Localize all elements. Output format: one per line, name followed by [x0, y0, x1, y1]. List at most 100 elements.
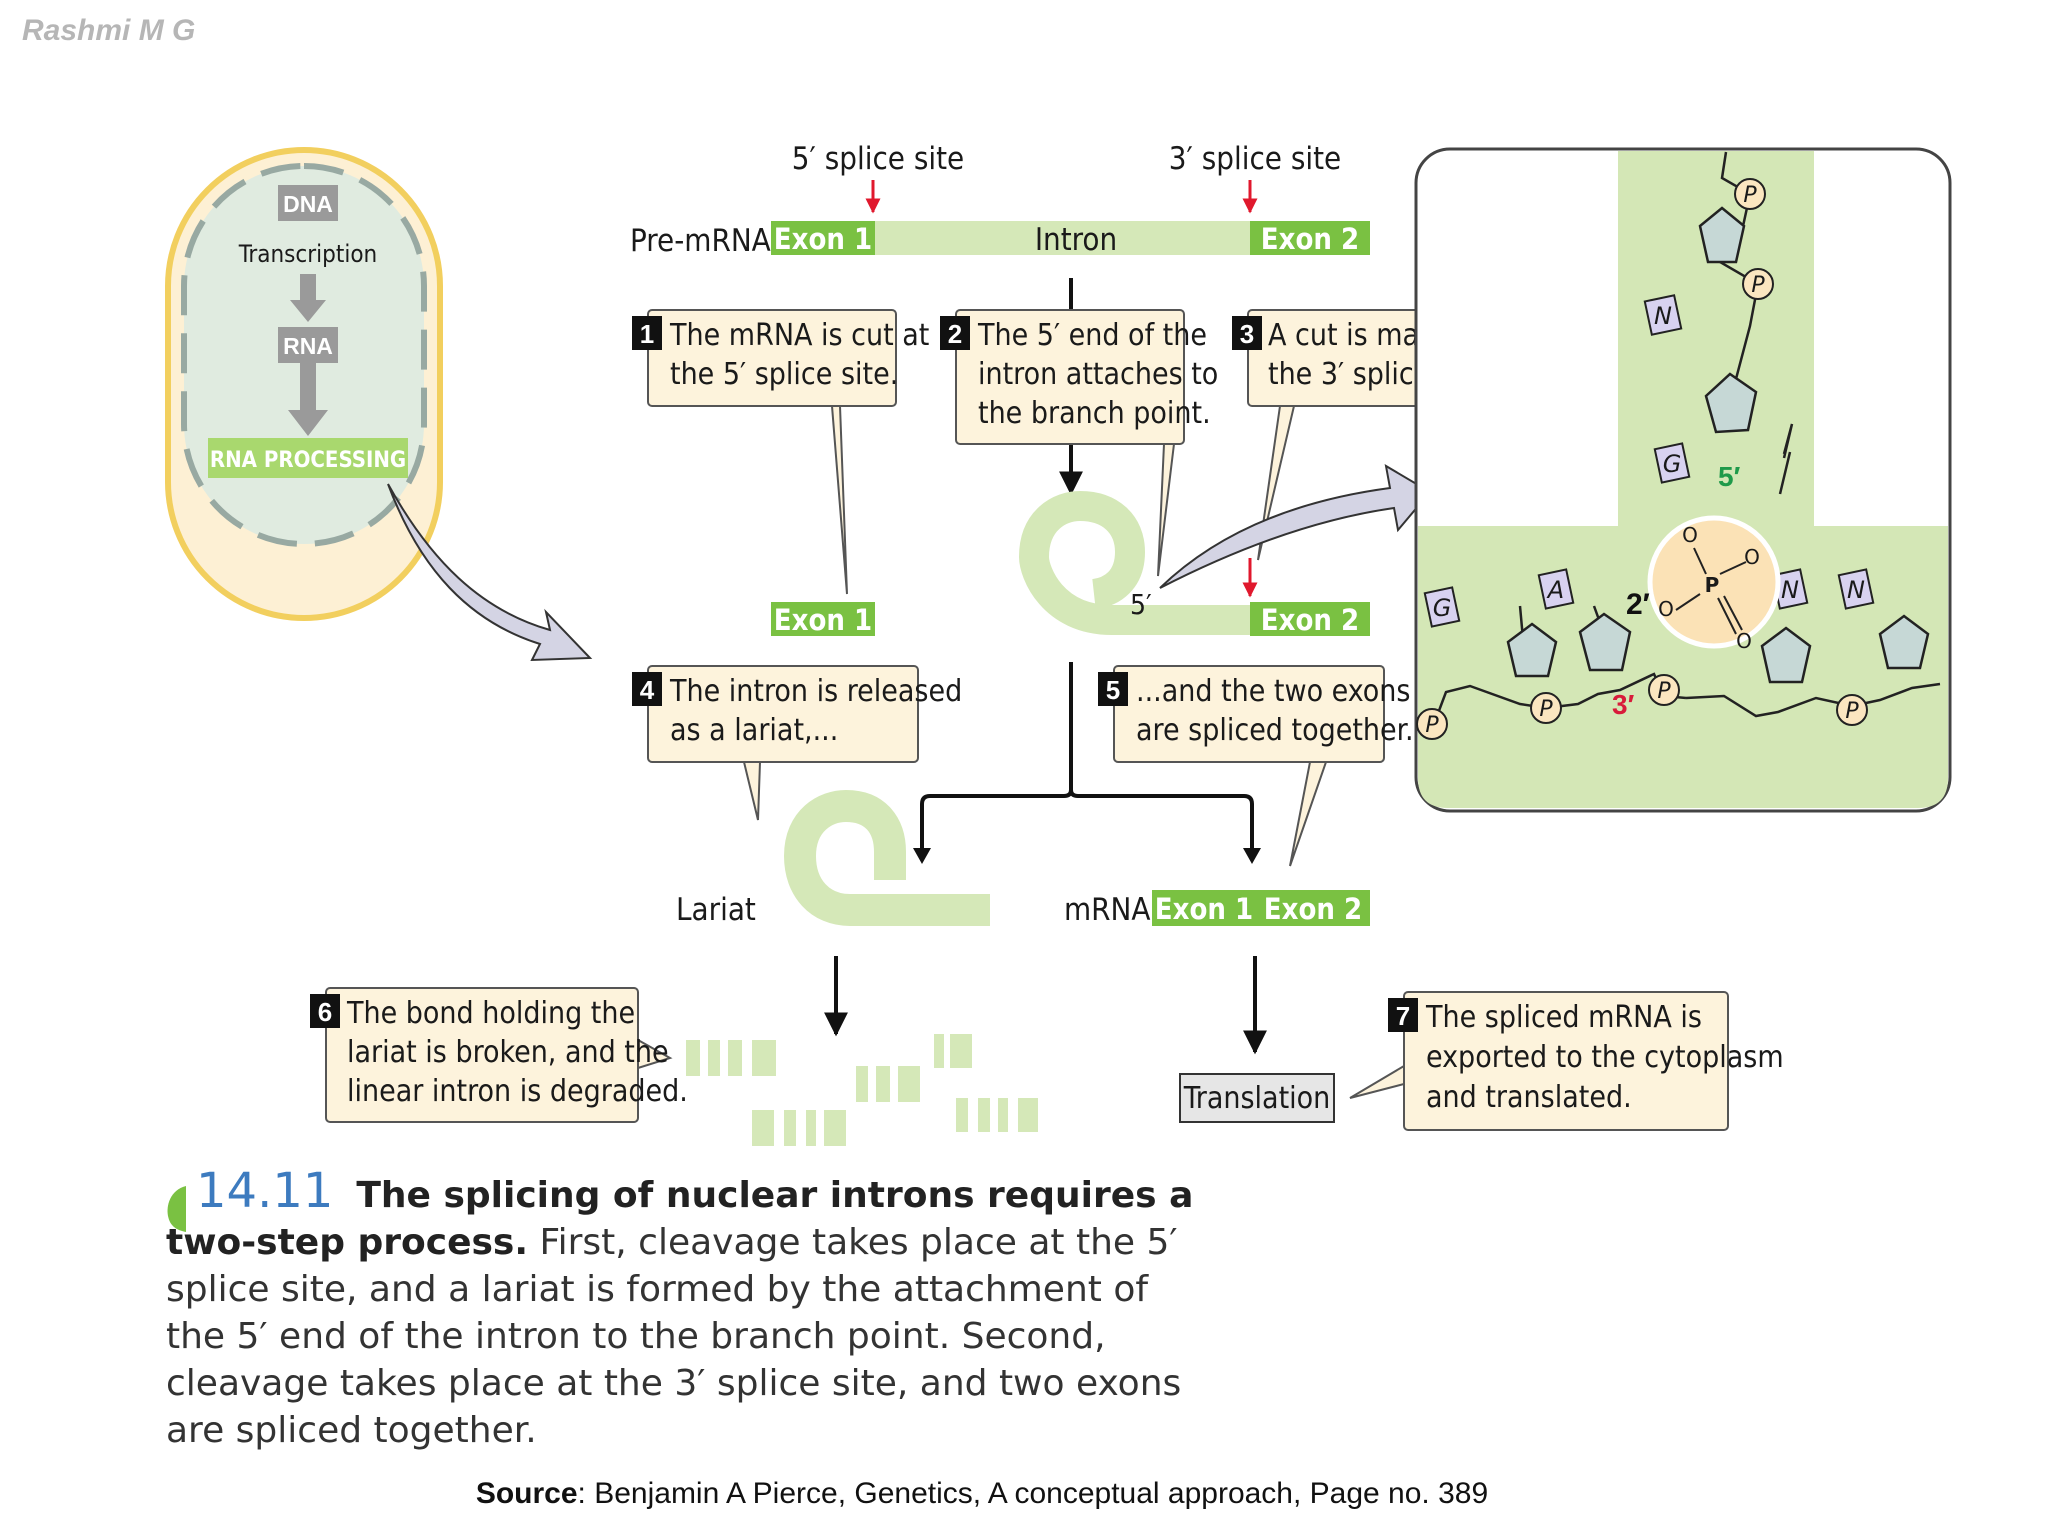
- branch-arrow-left-head: [913, 848, 931, 864]
- step3-badge: [1232, 316, 1262, 350]
- step2-badge: [940, 316, 970, 350]
- step4-badge: [632, 672, 662, 706]
- label-3prime-red: 3′: [1612, 689, 1635, 720]
- lariat-formation: Exon 1 Exon 2 5′: [771, 464, 1432, 637]
- mrna-exon2-label: Exon 2: [1264, 892, 1362, 926]
- caption-marker: [167, 1186, 186, 1232]
- dna-label: DNA: [283, 191, 333, 217]
- sugar-4: [1578, 612, 1632, 672]
- base-n-right: N: [1847, 576, 1865, 604]
- base-n-top: N: [1654, 302, 1672, 330]
- step6-badge: [310, 994, 340, 1028]
- source-text: : Benjamin A Pierce, Genetics, A concept…: [577, 1477, 1489, 1510]
- step5-badge: [1098, 672, 1128, 706]
- lariat-product: Lariat: [676, 789, 990, 928]
- step2-callout: 2 The 5′ end of the intron attaches to t…: [940, 309, 1218, 577]
- sugar-3: [1506, 622, 1558, 678]
- caption-bold: The splicing of nuclear introns requires…: [166, 1175, 1194, 1263]
- sugar-6: [1878, 614, 1930, 670]
- label-5prime-green: 5′: [1718, 461, 1741, 492]
- sugar-2: [1704, 372, 1758, 434]
- step5-callout: 5 ...and the two exons are spliced toget…: [1098, 665, 1414, 867]
- step2-line2: intron attaches to: [978, 357, 1218, 392]
- base-a: A: [1546, 576, 1564, 604]
- author-name: Rashmi M G: [22, 14, 196, 47]
- p-circle-2: [1742, 268, 1774, 300]
- step4-callout: 4 The intron is released as a lariat,...: [632, 665, 962, 821]
- mrna-product: mRNA Exon 1 Exon 2: [1064, 890, 1370, 928]
- processing-arrow: [288, 363, 328, 436]
- transcription-label: Transcription: [238, 240, 378, 268]
- rna-box: [278, 327, 338, 363]
- step1-badge: [632, 316, 662, 350]
- rna-processing-box: [208, 438, 408, 478]
- base-g-left-box: [1423, 586, 1461, 628]
- step1-line1: The mRNA is cut at: [669, 318, 929, 353]
- intron-bar: [875, 221, 1250, 255]
- splice3-label: 3′ splice site: [1169, 141, 1341, 177]
- p-circle-4: [1530, 692, 1562, 724]
- lariat-label: Lariat: [676, 892, 756, 928]
- dna-box: [278, 185, 338, 221]
- p-circle-6: [1836, 694, 1868, 726]
- p-label-2: P: [1751, 273, 1765, 298]
- intron-label: Intron: [1035, 222, 1117, 258]
- step2-line1: The 5′ end of the: [977, 318, 1207, 353]
- splice5-label: 5′ splice site: [792, 141, 964, 177]
- caption-number: 14.11: [196, 1163, 334, 1219]
- p-circle-3: [1416, 708, 1448, 740]
- mrna-exon1-label: Exon 1: [1155, 892, 1253, 926]
- step6-line1: The bond holding the: [346, 996, 635, 1031]
- base-n-top-box: [1643, 294, 1683, 336]
- mrna-label: mRNA: [1064, 892, 1150, 928]
- base-squares: N G G A N N: [1423, 294, 1875, 628]
- base-n-right-box: [1837, 568, 1875, 610]
- step6-line3: linear intron is degraded.: [347, 1074, 688, 1109]
- o-bottom: O: [1736, 629, 1752, 653]
- chemistry-panel: P P P P P P N G G A N N: [1414, 147, 1952, 813]
- p-center: P: [1705, 573, 1720, 597]
- exon1-bar: [771, 221, 875, 255]
- step7-line2: exported to the cytoplasm: [1426, 1040, 1784, 1075]
- source-citation: Source: Benjamin A Pierce, Genetics, A c…: [0, 1477, 1964, 1511]
- degraded-intron-fragments: [686, 1034, 1038, 1146]
- lariat-shape: [783, 789, 990, 926]
- step1-line2: the 5′ splice site.: [670, 357, 898, 392]
- step6-number: 6: [318, 997, 332, 1027]
- base-g-top: G: [1663, 450, 1682, 478]
- o-top: O: [1682, 523, 1698, 547]
- p-circle-1: [1734, 178, 1766, 210]
- phosphodiester-circle: [1647, 515, 1781, 649]
- rna-processing-label: RNA PROCESSING: [210, 448, 406, 473]
- transcription-arrow: [290, 274, 326, 322]
- exon2-bar: [1250, 221, 1370, 255]
- base-a-box: [1537, 568, 1575, 610]
- mrna-exon2: [1256, 890, 1370, 926]
- step7-line3: and translated.: [1426, 1080, 1632, 1115]
- step7-badge: [1388, 998, 1418, 1032]
- step1-callout: 1 The mRNA is cut at the 5′ splice site.: [632, 309, 929, 595]
- zoom-arrow-left: [387, 483, 593, 662]
- base-g-top-box: [1653, 442, 1691, 484]
- caption-text: First, cleavage takes place at the 5′ sp…: [166, 1222, 1182, 1451]
- pre-mrna: 5′ splice site 3′ splice site Pre-mRNA E…: [630, 141, 1370, 259]
- step2-number: 2: [948, 319, 962, 349]
- cell-diagram: DNA Transcription RNA RNA PROCESSING: [165, 147, 593, 662]
- five-prime-label: 5′: [1130, 588, 1152, 621]
- zoom-arrow-right: [1159, 464, 1432, 589]
- label-2prime: 2′: [1626, 588, 1650, 621]
- branch-arrow-stem: [920, 662, 1254, 858]
- step1-number: 1: [640, 319, 654, 349]
- step6-callout: 6 The bond holding the lariat is broken,…: [310, 987, 688, 1123]
- rna-label: RNA: [283, 333, 333, 359]
- step4-number: 4: [640, 675, 655, 705]
- p-label-4: P: [1539, 697, 1553, 722]
- step5-number: 5: [1106, 675, 1120, 705]
- intron-loop: [1018, 490, 1250, 635]
- p-label-5: P: [1657, 679, 1671, 704]
- translation-label: Translation: [1183, 1081, 1331, 1116]
- phosphodiester-atoms: O O P O O: [1658, 523, 1760, 653]
- p-label-6: P: [1845, 699, 1859, 724]
- step3-number: 3: [1240, 319, 1254, 349]
- o-left: O: [1658, 597, 1674, 621]
